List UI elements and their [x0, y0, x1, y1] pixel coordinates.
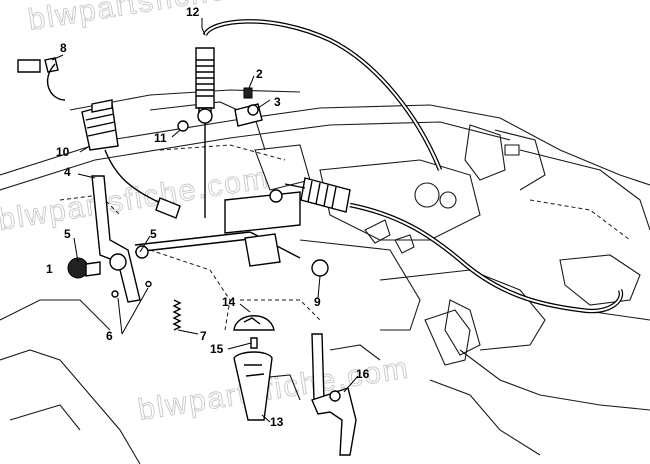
pivot-hardware: [67, 245, 329, 298]
linkage-rods: [134, 189, 301, 267]
callout-7: 7: [200, 329, 207, 343]
callout-8: 8: [60, 41, 67, 55]
leader-lines: [51, 18, 359, 423]
throttle-cable: [195, 19, 624, 314]
callout-2: 2: [256, 67, 263, 81]
callout-5b: 5: [150, 227, 157, 241]
shift-lever: [311, 333, 357, 456]
callout-11: 11: [154, 131, 167, 145]
cable-end: [177, 87, 263, 132]
callout-4: 4: [64, 165, 71, 179]
pedal-assembly: [17, 57, 181, 303]
callout-5a: 5: [64, 227, 71, 241]
callout-14: 14: [222, 295, 236, 309]
shift-knob: [233, 315, 275, 421]
callout-13: 13: [270, 415, 284, 429]
spring: [172, 299, 182, 331]
watermark-text-top: blwpartsfiche.com: [26, 0, 302, 37]
callout-12: 12: [186, 5, 200, 19]
callout-6: 6: [106, 329, 113, 343]
callout-15: 15: [210, 342, 224, 356]
callout-9: 9: [314, 295, 321, 309]
callout-3: 3: [274, 95, 281, 109]
callout-1: 1: [46, 262, 53, 276]
callout-10: 10: [56, 145, 70, 159]
callouts: 1 2 3 4 5 5 6 7 8 9 10 11 12 13 14 15 16: [46, 5, 370, 429]
callout-16: 16: [356, 367, 370, 381]
